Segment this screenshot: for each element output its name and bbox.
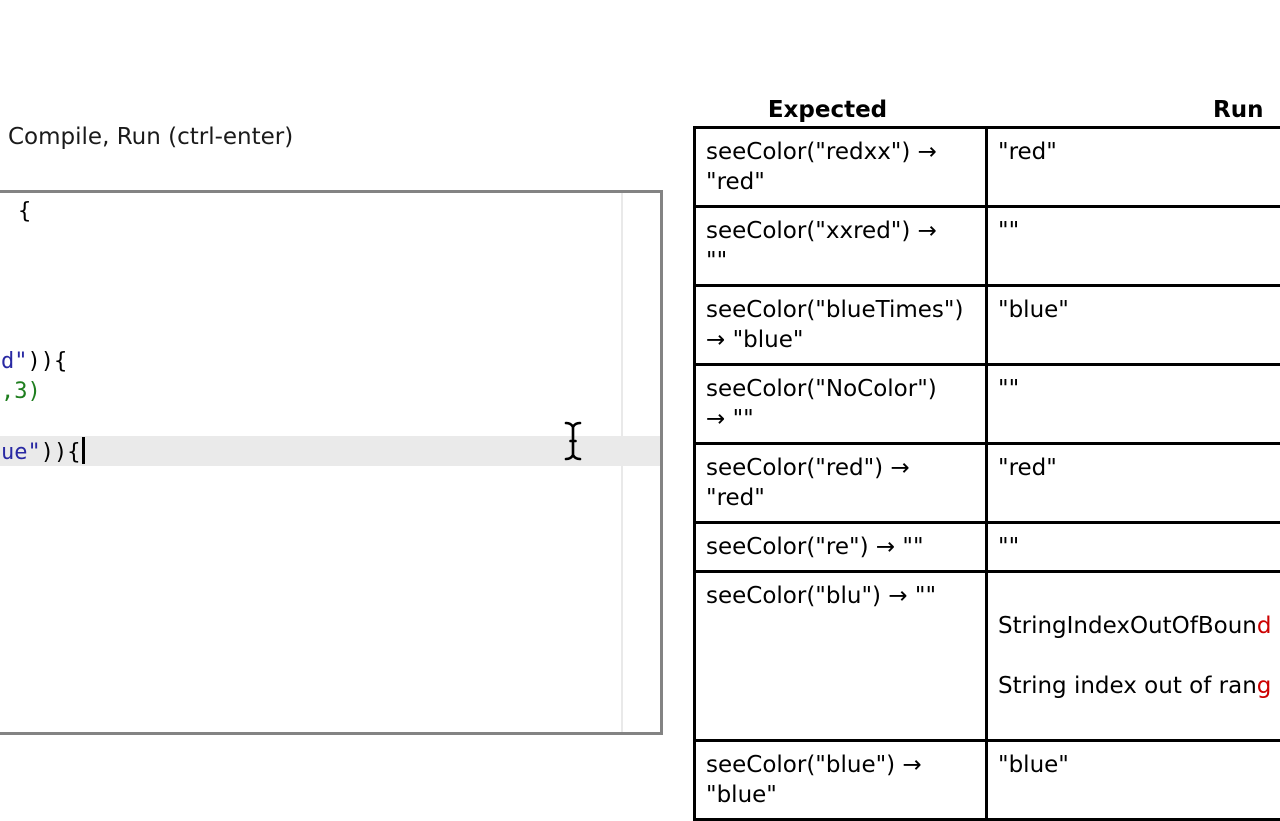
column-header-run: Run	[1213, 97, 1264, 123]
run-cell: ""	[998, 376, 1020, 402]
run-cell: "red"	[998, 139, 1057, 165]
error-message-line: StringIndexOutOfBound	[998, 611, 1280, 641]
table-row: seeColor("blue") → "blue" "blue"	[696, 742, 1280, 818]
code-token-string: d"	[1, 349, 28, 374]
table-row: seeColor("NoColor") → "" ""	[696, 366, 1280, 445]
test-results-table: seeColor("redxx") → "red" "red" seeColor…	[693, 126, 1280, 821]
code-token: {	[18, 199, 32, 224]
table-row: seeColor("re") → "" ""	[696, 524, 1280, 573]
table-row: seeColor("blueTimes") → "blue" "blue"	[696, 287, 1280, 366]
ibeam-mouse-cursor	[564, 421, 582, 461]
table-row: seeColor("xxred") → "" ""	[696, 208, 1280, 287]
error-text-black: StringIndexOutOfBoun	[998, 613, 1257, 639]
code-line: ,3)	[1, 377, 41, 407]
expected-cell: seeColor("blu") → ""	[696, 573, 988, 739]
code-token: )){	[27, 349, 68, 374]
expected-cell: seeColor("blue") → "blue"	[696, 742, 988, 818]
code-token-number: ,3)	[1, 379, 41, 404]
current-line-highlight	[0, 436, 660, 466]
compile-run-label: Compile, Run (ctrl-enter)	[8, 124, 294, 150]
expected-cell: seeColor("redxx") → "red"	[696, 129, 988, 205]
error-text-black: String index out of ran	[998, 673, 1257, 699]
run-cell: "red"	[998, 455, 1057, 481]
run-cell: ""	[998, 218, 1020, 244]
text-caret	[81, 437, 85, 464]
code-line: {	[18, 197, 31, 227]
expected-cell: seeColor("NoColor") → ""	[696, 366, 988, 442]
run-cell: "blue"	[998, 752, 1069, 778]
expected-cell: seeColor("blueTimes") → "blue"	[696, 287, 988, 363]
run-cell: ""	[998, 534, 1020, 560]
code-token-string: ue"	[1, 440, 41, 465]
table-row: seeColor("red") → "red" "red"	[696, 445, 1280, 524]
expected-cell: seeColor("red") → "red"	[696, 445, 988, 521]
code-editor[interactable]: { d")){ ,3) ue")){	[0, 190, 663, 735]
column-header-expected: Expected	[767, 97, 888, 123]
error-message-line: String index out of rang	[998, 671, 1280, 701]
error-text-red: d	[1256, 613, 1272, 639]
expected-cell: seeColor("re") → ""	[696, 524, 988, 570]
code-line: ue")){	[1, 437, 85, 468]
code-line: d")){	[1, 347, 67, 377]
table-row: seeColor("redxx") → "red" "red"	[696, 129, 1280, 208]
code-token: )){	[40, 440, 81, 465]
expected-cell: seeColor("xxred") → ""	[696, 208, 988, 284]
run-cell: "blue"	[998, 297, 1069, 323]
error-text-red: g	[1256, 673, 1272, 699]
table-row: seeColor("blu") → "" StringIndexOutOfBou…	[696, 573, 1280, 742]
run-cell-error: StringIndexOutOfBound String index out o…	[988, 573, 1280, 739]
